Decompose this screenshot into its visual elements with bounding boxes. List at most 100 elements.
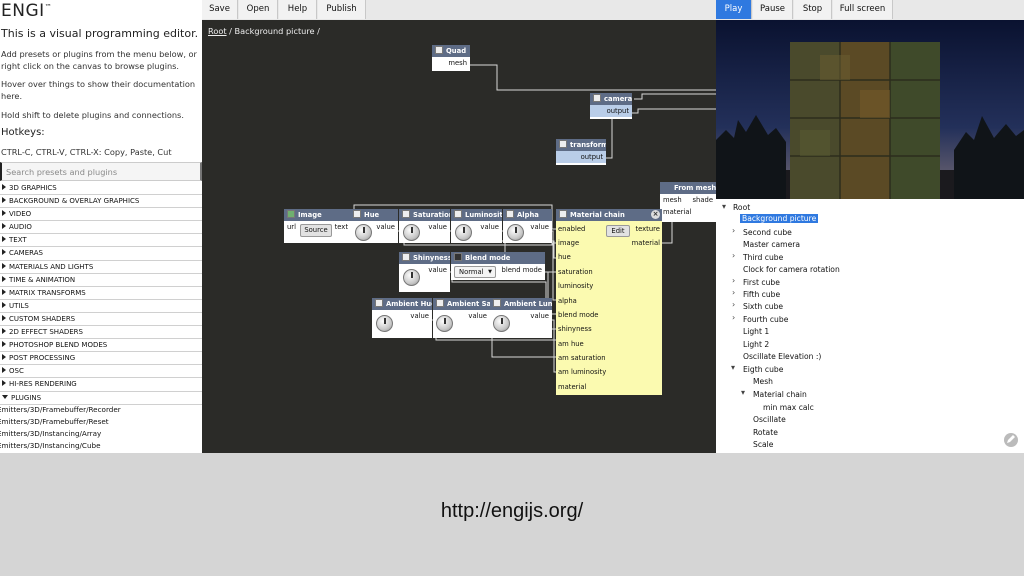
knob-control[interactable]: [436, 315, 453, 332]
port-material-in[interactable]: material: [663, 208, 692, 216]
port-value-out[interactable]: value: [410, 312, 429, 320]
knob-control[interactable]: [355, 224, 372, 241]
port-material-in[interactable]: material: [558, 383, 587, 391]
node-hue[interactable]: Hue value: [350, 209, 398, 243]
category-hi-res-rendering[interactable]: HI-RES RENDERING: [0, 378, 202, 392]
port-mesh-in[interactable]: mesh: [663, 196, 682, 204]
node-blend-mode[interactable]: Blend mode blend mode Normal▼: [451, 252, 545, 280]
port-luminosity-in[interactable]: luminosity: [558, 282, 594, 290]
plugin-item[interactable]: Emitters/3D/Instancing/Array: [0, 429, 102, 438]
tree-item-scale[interactable]: Scale: [753, 440, 774, 449]
category-materials-lights[interactable]: MATERIALS AND LIGHTS: [0, 261, 202, 274]
port-value-out[interactable]: value: [376, 223, 395, 231]
category-post-processing[interactable]: POST PROCESSING: [0, 352, 202, 366]
category-2d-effect-shaders[interactable]: 2D EFFECT SHADERS: [0, 326, 202, 340]
chevron-right-icon[interactable]: ›: [732, 276, 736, 285]
chevron-right-icon[interactable]: ›: [732, 251, 736, 260]
port-url-in[interactable]: url: [287, 223, 296, 231]
port-saturation-in[interactable]: saturation: [558, 268, 593, 276]
port-enabled-in[interactable]: enabled: [558, 225, 586, 233]
blend-mode-select[interactable]: Normal▼: [454, 266, 496, 278]
node-shinyness[interactable]: Shinyness value: [399, 252, 450, 292]
port-shade-out[interactable]: shade: [692, 196, 713, 204]
search-input[interactable]: [0, 162, 202, 181]
port-blend-mode-out[interactable]: blend mode: [501, 266, 542, 274]
port-texture-out[interactable]: texture: [635, 225, 660, 233]
tree-item-background-picture[interactable]: Background picture: [740, 214, 819, 223]
category-osc[interactable]: OSC: [0, 365, 202, 379]
node-transform[interactable]: transform output: [556, 139, 606, 165]
render-preview[interactable]: [716, 20, 1024, 199]
tree-item-mesh[interactable]: Mesh: [753, 377, 773, 386]
chevron-down-icon[interactable]: ▾: [731, 363, 736, 372]
port-blend-mode-in[interactable]: blend mode: [558, 311, 599, 319]
node-luminosity[interactable]: Luminosity value: [451, 209, 502, 243]
port-am-luminosity-in[interactable]: am luminosity: [558, 368, 607, 376]
chevron-down-icon[interactable]: ▾: [722, 202, 727, 211]
fullscreen-button[interactable]: Full screen: [833, 0, 893, 19]
port-image-in[interactable]: image: [558, 239, 580, 247]
node-alpha[interactable]: Alpha value: [503, 209, 552, 243]
category-matrix-transforms[interactable]: MATRIX TRANSFORMS: [0, 287, 202, 300]
help-button[interactable]: Help: [279, 0, 317, 19]
port-am-hue-in[interactable]: am hue: [558, 340, 584, 348]
knob-control[interactable]: [403, 269, 420, 286]
port-hue-in[interactable]: hue: [558, 253, 571, 261]
port-output[interactable]: output: [606, 107, 629, 115]
node-ambient-hue[interactable]: Ambient Hue value: [372, 298, 432, 338]
tree-item-clock[interactable]: Clock for camera rotation: [743, 265, 840, 274]
chevron-right-icon[interactable]: ›: [732, 300, 736, 309]
source-button[interactable]: Source: [300, 224, 332, 237]
category-utils[interactable]: UTILS: [0, 300, 202, 313]
close-icon[interactable]: ×: [651, 210, 660, 219]
category-plugins[interactable]: PLUGINS: [0, 392, 202, 405]
category-3d-graphics[interactable]: 3D GRAPHICS: [0, 182, 202, 196]
category-audio[interactable]: AUDIO: [0, 221, 202, 235]
knob-control[interactable]: [493, 315, 510, 332]
node-canvas[interactable]: Save Open Help Publish Root / Background…: [202, 0, 716, 453]
breadcrumb-root-link[interactable]: Root: [208, 26, 227, 36]
chevron-right-icon[interactable]: ›: [732, 288, 736, 297]
play-button[interactable]: Play: [716, 0, 752, 19]
knob-control[interactable]: [455, 224, 472, 241]
knob-control[interactable]: [403, 224, 420, 241]
port-material-out[interactable]: material: [631, 239, 660, 247]
knob-control[interactable]: [507, 224, 524, 241]
tree-item-second-cube[interactable]: Second cube: [743, 228, 792, 237]
tree-item-oscillate[interactable]: Oscillate: [753, 415, 786, 424]
tree-item-first-cube[interactable]: First cube: [743, 278, 780, 287]
tree-item-fifth-cube[interactable]: Fifth cube: [743, 290, 781, 299]
port-value-out[interactable]: value: [480, 223, 499, 231]
knob-control[interactable]: [376, 315, 393, 332]
port-shinyness-in[interactable]: shinyness: [558, 325, 592, 333]
save-button[interactable]: Save: [202, 0, 238, 19]
category-photoshop-blend-modes[interactable]: PHOTOSHOP BLEND MODES: [0, 339, 202, 353]
port-output[interactable]: output: [580, 153, 603, 161]
category-time-animation[interactable]: TIME & ANIMATION: [0, 274, 202, 287]
category-cameras[interactable]: CAMERAS: [0, 247, 202, 261]
category-background-overlay[interactable]: BACKGROUND & OVERLAY GRAPHICS: [0, 195, 202, 209]
chevron-down-icon[interactable]: ▾: [741, 388, 746, 397]
chevron-right-icon[interactable]: ›: [732, 313, 736, 322]
publish-button[interactable]: Publish: [318, 0, 366, 19]
port-value-out[interactable]: value: [468, 312, 487, 320]
tree-item-oscillate-elevation[interactable]: Oscillate Elevation :): [743, 352, 822, 361]
port-value-out[interactable]: value: [428, 223, 447, 231]
tree-item-rotate[interactable]: Rotate: [753, 428, 778, 437]
port-mesh-out[interactable]: mesh: [448, 59, 467, 67]
category-custom-shaders[interactable]: CUSTOM SHADERS: [0, 313, 202, 327]
node-ambient-lum[interactable]: Ambient Lum value: [490, 298, 552, 338]
tree-item-min-max-calc[interactable]: min max calc: [763, 403, 814, 412]
port-am-saturation-in[interactable]: am saturation: [558, 354, 606, 362]
plugin-item[interactable]: Emitters/3D/Framebuffer/Reset: [0, 417, 109, 426]
tree-item-third-cube[interactable]: Third cube: [743, 253, 784, 262]
plugin-item[interactable]: Emitters/3D/Framebuffer/Recorder: [0, 405, 121, 414]
tree-item-light-1[interactable]: Light 1: [743, 327, 770, 336]
port-value-out[interactable]: value: [530, 223, 549, 231]
edit-icon[interactable]: [1003, 432, 1019, 448]
tree-item-master-camera[interactable]: Master camera: [743, 240, 801, 249]
chevron-right-icon[interactable]: ›: [732, 226, 736, 235]
pause-button[interactable]: Pause: [753, 0, 793, 19]
tree-item-fourth-cube[interactable]: Fourth cube: [743, 315, 789, 324]
tree-item-eigth-cube[interactable]: Eigth cube: [743, 365, 784, 374]
